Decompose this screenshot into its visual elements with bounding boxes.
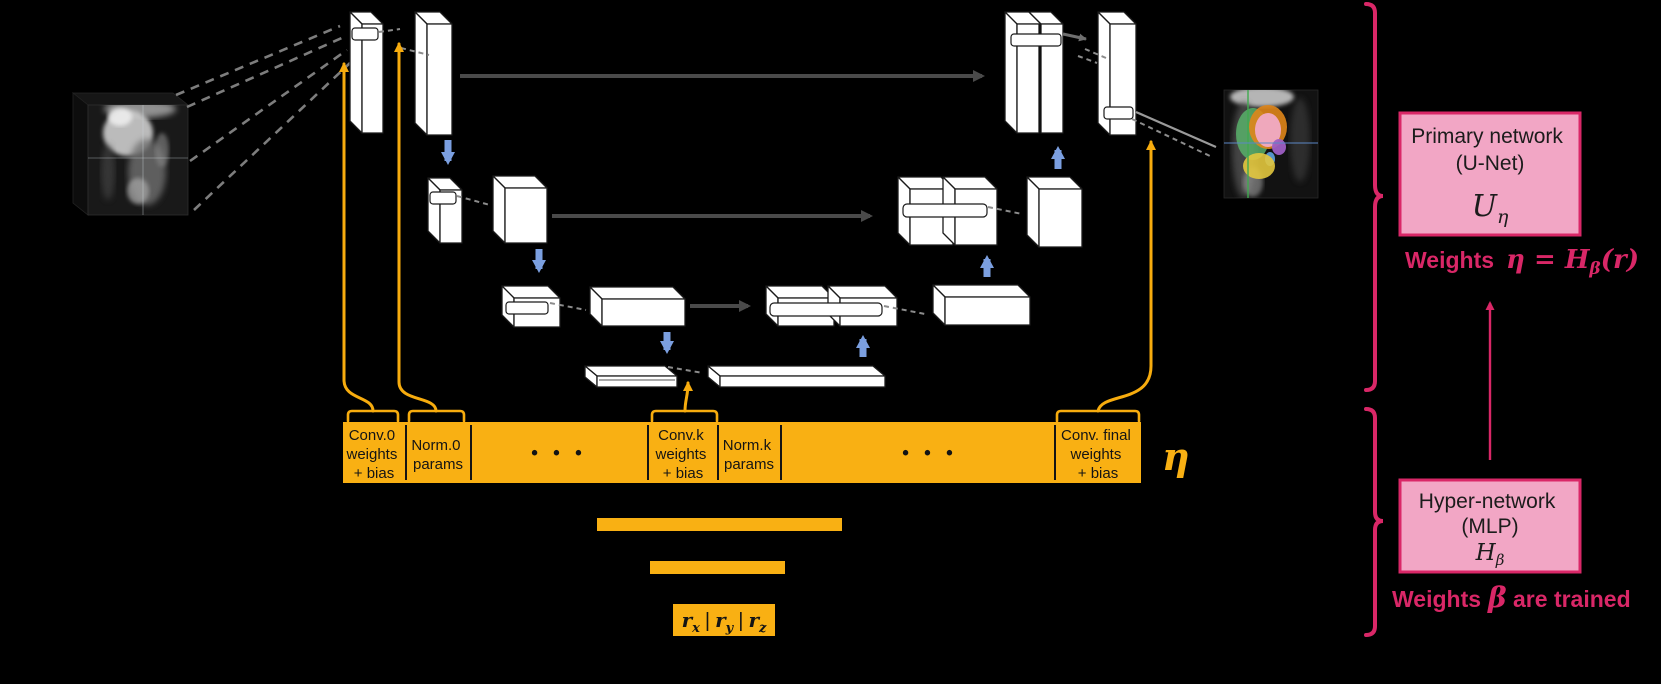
weights-vector-bar: Conv.0 weights + bias Norm.0 params • • … (343, 422, 1190, 483)
eta-symbol-label: η (1162, 434, 1190, 479)
hyper-network-title: Hyper-network (MLP) (1419, 490, 1561, 538)
unet-primary-network (349, 11, 1217, 388)
kernel-icon-enc3 (505, 301, 549, 315)
brace-convk (650, 409, 719, 423)
input-cube-side-face (72, 92, 89, 216)
weights-bar-rect (343, 422, 1141, 483)
output-projection-lines (1131, 110, 1217, 157)
weights-bar-dividers (405, 425, 1056, 480)
output-image-content (1224, 90, 1318, 198)
input-mri-volume (71, 92, 190, 216)
hyper-network-symbol: Hβ (1475, 540, 1505, 569)
brace-primary-network (1364, 2, 1384, 392)
bar-segment-normk-label: Norm.k params (723, 437, 776, 473)
kernel-icon-enc2 (429, 191, 457, 205)
brace-conv0 (346, 409, 400, 423)
decoder-block-1-concat (1004, 11, 1064, 134)
brace-conv-final (1055, 409, 1141, 423)
resampling-arrows (441, 140, 1065, 357)
weights-arrow-conv0 (339, 62, 375, 413)
conv-kernel-icons (351, 27, 1134, 317)
feature-slab-icon-dec2 (902, 203, 988, 218)
segment-purple (1272, 139, 1286, 155)
input-projection-dashed-lines (175, 24, 351, 211)
primary-network-symbol: Uη (1472, 189, 1509, 228)
skip-connections (460, 70, 985, 312)
bar-ellipsis-2: • • • (902, 443, 958, 464)
segment-pink (1255, 113, 1281, 147)
encoder-block-3b (589, 286, 686, 327)
kernel-icon-final (1103, 106, 1134, 120)
bar-ellipsis-1: • • • (531, 443, 587, 464)
weights-arrow-norm0 (394, 42, 438, 413)
output-line-solid (1135, 110, 1217, 149)
brace-hyper-network (1364, 407, 1384, 637)
encoder-block-1a (349, 11, 384, 134)
bottleneck-slab-a (584, 365, 678, 388)
input-mri-anatomy (88, 105, 188, 215)
kernel-dashed-connectors (378, 28, 1107, 374)
bar-segment-convfinal-label: Conv. final weights + bias (1061, 427, 1135, 482)
hypernetwork-mlp: rx|ry|rz (597, 518, 842, 636)
bar-segment-convk-label: Conv.k weights + bias (654, 427, 710, 482)
weights-arrow-convk (682, 381, 693, 413)
feature-slab-icon-dec3 (769, 302, 883, 317)
decoder-block-2b (1026, 176, 1083, 248)
mlp-layer-2 (650, 561, 785, 574)
feature-slab-icon-dec1 (1010, 33, 1062, 47)
mlp-layer-1 (597, 518, 842, 531)
coord-input-box (673, 604, 775, 636)
decoder-block-3b (932, 284, 1031, 326)
kernel-icon-enc1 (351, 27, 379, 41)
bottleneck-slab-b (707, 365, 886, 388)
segment-yellow (1243, 153, 1275, 179)
hypernetwork-weight-arrows (339, 42, 1156, 423)
encoder-block-2b (492, 175, 548, 244)
hyper-network-box (1398, 478, 1582, 574)
output-segmentation-image (1223, 89, 1319, 199)
dec1-slab-arrow (1062, 32, 1087, 42)
encoder-block-2a (427, 177, 463, 244)
brace-norm0 (407, 409, 466, 423)
primary-network-box (1398, 111, 1582, 237)
input-cube-top-face (71, 92, 190, 106)
encoder-block-1b (414, 11, 453, 136)
coord-input-label: rx|ry|rz (682, 608, 767, 636)
bar-segment-norm0-label: Norm.0 params (411, 437, 464, 473)
primary-network-title: Primary network (U-Net) (1411, 125, 1569, 175)
bar-segment-conv0-label: Conv.0 weights + bias (345, 427, 401, 482)
weights-arrow-conv-final (1096, 140, 1156, 413)
